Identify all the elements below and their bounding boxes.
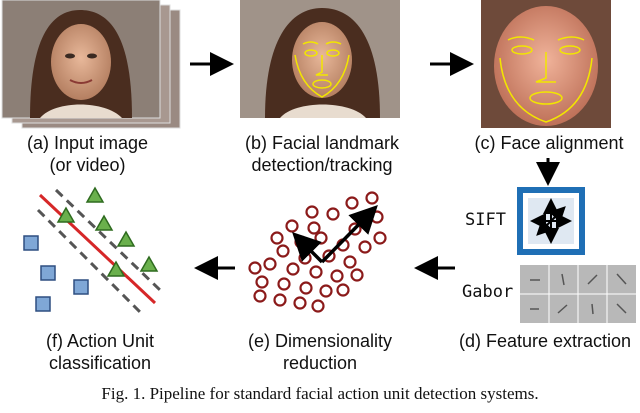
- scatter-point: [322, 249, 336, 263]
- triangle-sample: [139, 255, 159, 272]
- triangle-sample: [116, 230, 136, 247]
- figure-caption: Fig. 1. Pipeline for standard facial act…: [101, 384, 539, 403]
- scatter-point: [270, 231, 284, 245]
- svm-classifier: [23, 186, 162, 314]
- margin-line: [36, 208, 142, 314]
- step-d-label: (d) Feature extraction: [458, 331, 632, 351]
- landmark-image: [240, 0, 400, 118]
- square-sample: [35, 296, 51, 312]
- triangle-sample: [85, 186, 105, 203]
- scatter-point: [305, 205, 319, 219]
- scatter-point: [311, 299, 325, 313]
- margin-line: [54, 188, 162, 292]
- scatter-point: [358, 240, 372, 254]
- scatter-point: [273, 293, 287, 307]
- scatter-point: [326, 207, 340, 221]
- principal-axes: [292, 205, 378, 264]
- pca-scatter: [248, 191, 387, 313]
- scatter-point: [319, 284, 333, 298]
- scatter-point: [285, 219, 299, 233]
- triangle-sample: [106, 260, 126, 277]
- scatter-point: [307, 221, 321, 235]
- scatter-point: [345, 196, 359, 210]
- triangle-sample: [56, 206, 76, 223]
- scatter-point: [370, 210, 384, 224]
- input-image-stack: [1, 0, 181, 129]
- scatter-point: [330, 269, 344, 283]
- step-a-label: (a) Input image(or video): [26, 133, 149, 175]
- sift-label: SIFT: [465, 210, 506, 230]
- scatter-point: [298, 251, 312, 265]
- scatter-point: [365, 191, 379, 205]
- scatter-point: [293, 296, 307, 310]
- scatter-point: [286, 262, 300, 276]
- scatter-point: [299, 281, 313, 295]
- scatter-point: [336, 283, 350, 297]
- scatter-point: [263, 257, 277, 271]
- scatter-point: [276, 244, 290, 258]
- negative-samples: [23, 235, 89, 312]
- scatter-point: [248, 261, 262, 275]
- gabor-filter-bank: [520, 265, 636, 323]
- aligned-face-image: [481, 0, 611, 128]
- step-c-label: (c) Face alignment: [474, 133, 624, 153]
- scatter-point: [255, 275, 269, 289]
- triangle-sample: [94, 214, 114, 231]
- scatter-point: [350, 268, 364, 282]
- decision-boundary: [38, 193, 157, 305]
- scatter-point: [253, 289, 267, 303]
- scatter-point: [277, 277, 291, 291]
- square-sample: [73, 279, 89, 295]
- scatter-point: [314, 231, 328, 245]
- sift-descriptor-icon: [517, 187, 585, 255]
- scatter-point: [309, 265, 323, 279]
- positive-samples: [56, 186, 159, 277]
- scatter-point: [343, 255, 357, 269]
- scatter-point: [373, 231, 387, 245]
- gabor-label: Gabor: [462, 282, 514, 302]
- square-sample: [23, 235, 39, 251]
- square-sample: [40, 265, 56, 281]
